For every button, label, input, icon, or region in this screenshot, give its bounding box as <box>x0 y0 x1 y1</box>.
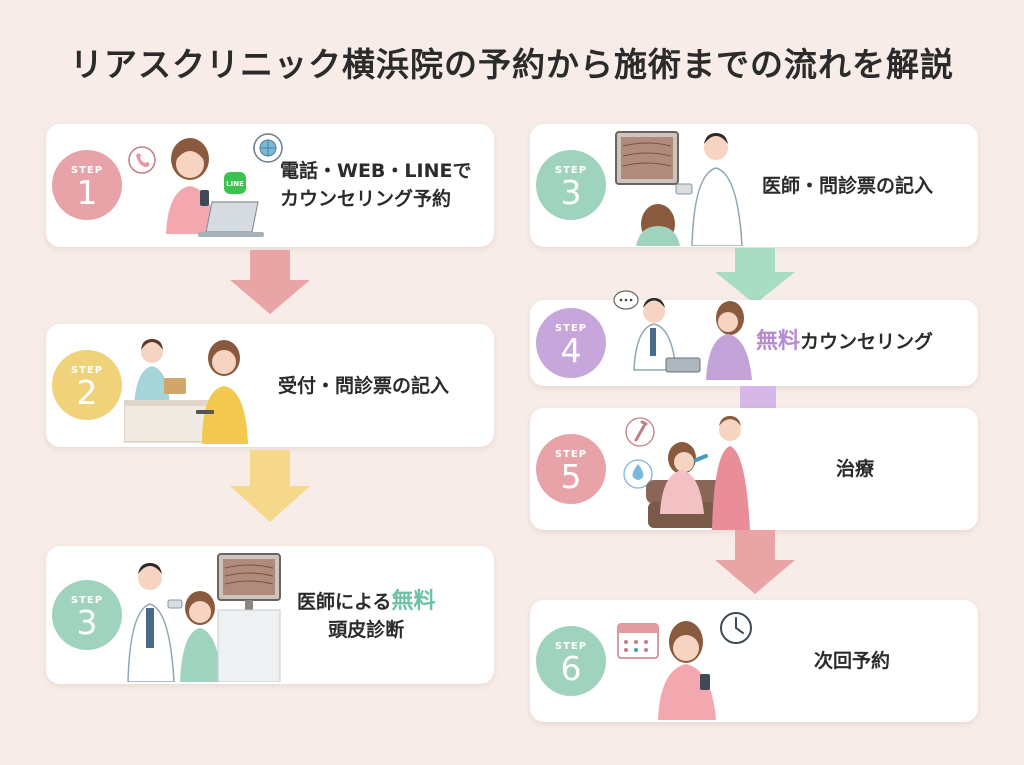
step-badge-number: 1 <box>76 173 98 212</box>
step-label-6: 次回予約 <box>814 650 891 672</box>
dropper-icon <box>625 417 655 447</box>
step-badge-label: STEP <box>554 165 588 176</box>
step-badge-4: STEP 4 <box>536 308 606 378</box>
line-icon-text: LINE <box>226 180 244 188</box>
step-badge-label: STEP <box>70 595 104 606</box>
step-card-2: STEP 2 受付・問診票の記入 <box>46 324 494 447</box>
calendar-icon <box>617 623 659 659</box>
step-card-4: STEP 4 無料カウンセリング <box>530 290 978 386</box>
step-badge-number: 3 <box>560 173 582 212</box>
step-label-1: 電話・WEB・LINEで カウンセリング予約 <box>280 160 472 210</box>
step-badge-1: STEP 1 <box>52 150 122 220</box>
step-badge-number: 6 <box>560 649 582 688</box>
step-badge-label: STEP <box>70 365 104 376</box>
laptop-icon <box>198 201 264 237</box>
step-badge-3: STEP 3 <box>52 580 122 650</box>
counseling-illustration <box>613 290 752 380</box>
line-app-icon: LINE <box>224 172 246 194</box>
step-card-1: STEP 1 LINE 電話・WEB・LINEで カウンセリング予約 <box>46 124 494 247</box>
reception-illustration <box>124 339 248 444</box>
arrow-step1-to-step2 <box>230 250 310 314</box>
doctor-scalp-exam-illustration <box>127 553 281 682</box>
step-badge-number: 3 <box>76 603 98 642</box>
step-card-5: STEP 5 治療 <box>530 408 978 530</box>
step-card-3-left: STEP 3 医師による無料 頭皮診断 <box>46 546 494 684</box>
globe-icon <box>253 133 283 163</box>
treatment-illustration <box>623 416 750 530</box>
water-drop-icon <box>623 459 653 489</box>
doctor-examination-illustration <box>615 131 743 246</box>
arrow-step5-to-step6 <box>715 530 795 594</box>
step-badge-number: 5 <box>560 457 582 496</box>
step-badge-number: 4 <box>560 331 582 370</box>
step-label-4: 無料カウンセリング <box>756 329 934 354</box>
step-badge-label: STEP <box>554 641 588 652</box>
tablet-icon <box>665 357 701 373</box>
step-badge-label: STEP <box>554 449 588 460</box>
step-card-6: STEP 6 次回予約 <box>530 600 978 722</box>
step-badge-5: STEP 5 <box>536 434 606 504</box>
monitor-icon <box>217 553 281 610</box>
phone-icon <box>128 146 156 174</box>
step-card-3-right: STEP 3 医師・問診票の記入 <box>530 124 978 247</box>
step-badge-label: STEP <box>70 165 104 176</box>
step-badge-3: STEP 3 <box>536 150 606 220</box>
step-label-3-right: 医師・問診票の記入 <box>762 175 934 197</box>
step-badge-6: STEP 6 <box>536 626 606 696</box>
monitor-icon <box>615 131 679 185</box>
step-badge-number: 2 <box>76 373 98 412</box>
page-title: リアスクリニック横浜院の予約から施術までの流れを解説 <box>70 45 954 84</box>
step-label-2: 受付・問診票の記入 <box>278 375 450 397</box>
arrow-step3-to-step4 <box>715 248 795 304</box>
speech-bubble-icon <box>613 290 639 310</box>
step-label-3-left: 医師による無料 頭皮診断 <box>297 589 436 641</box>
arrow-step4-to-step5 <box>740 386 776 410</box>
arrow-step2-to-step3 <box>230 450 310 522</box>
step-label-5: 治療 <box>836 458 875 480</box>
step-badge-label: STEP <box>554 323 588 334</box>
step-badge-2: STEP 2 <box>52 350 122 420</box>
next-appointment-illustration <box>617 612 752 720</box>
clock-icon <box>720 612 752 644</box>
woman-phone-laptop-illustration: LINE <box>128 133 283 237</box>
